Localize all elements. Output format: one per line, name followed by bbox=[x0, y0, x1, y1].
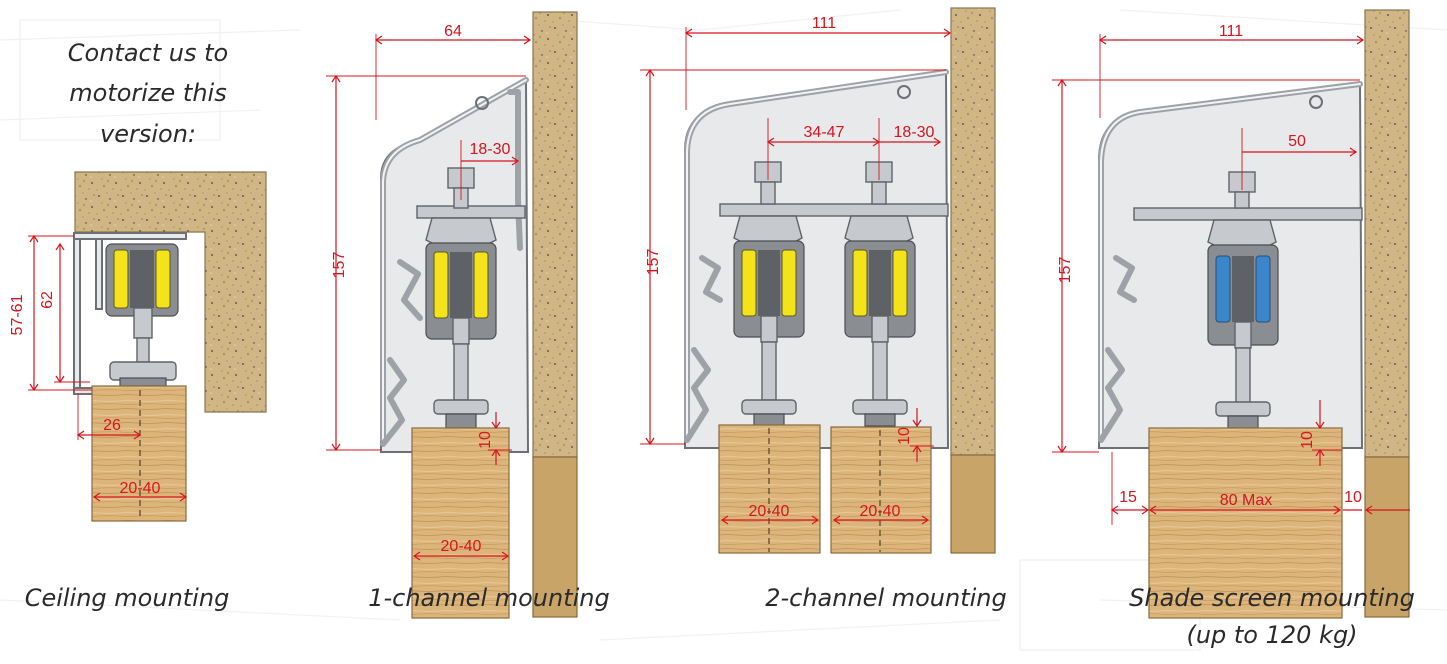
ceiling-stem bbox=[136, 337, 150, 363]
clip-profile-3 bbox=[1098, 255, 1137, 443]
ceiling-rail-inner bbox=[95, 238, 103, 310]
dim-20-40: 20-40 bbox=[120, 480, 161, 497]
ceiling-wheel-right bbox=[155, 249, 171, 309]
dim-157-c: 157 bbox=[1057, 257, 1074, 284]
wheel-right-1 bbox=[473, 251, 489, 319]
wheel-2a-right bbox=[781, 249, 797, 317]
ceiling-rail-top bbox=[73, 232, 187, 240]
ceiling-wheel-left bbox=[113, 249, 129, 309]
track-2 bbox=[719, 203, 949, 217]
wheel-2b-right bbox=[892, 249, 908, 317]
dim-10-a: 10 bbox=[477, 431, 494, 449]
dim-10-d: 10 bbox=[1344, 489, 1362, 506]
caption-one-channel: 1-channel mounting bbox=[368, 584, 610, 612]
wall-stone-3 bbox=[1364, 9, 1410, 458]
panel-ceiling: Contact us to motorize this version: 57-… bbox=[9, 39, 267, 612]
caption-shade-screen-sub: (up to 120 kg) bbox=[1186, 621, 1357, 649]
dim-18-30-b: 18-30 bbox=[894, 124, 935, 141]
ceiling-hanger-plate bbox=[109, 361, 177, 381]
dim-62: 62 bbox=[39, 291, 56, 309]
wall-wood-2 bbox=[950, 454, 996, 554]
wall-wood-1 bbox=[532, 456, 578, 618]
dim-18-30: 18-30 bbox=[470, 141, 511, 158]
dim-10-c: 10 bbox=[1299, 431, 1316, 449]
wheel-2a-left bbox=[741, 249, 757, 317]
caption-two-channel: 2-channel mounting bbox=[765, 584, 1007, 612]
clip-profile-2 bbox=[684, 255, 723, 443]
shade-panel bbox=[1148, 427, 1343, 619]
dim-10-b: 10 bbox=[896, 427, 913, 445]
dim-26: 26 bbox=[103, 417, 121, 434]
wheel-2b-left bbox=[852, 249, 868, 317]
dim-57-61: 57-61 bbox=[9, 294, 26, 335]
panel-shade-screen: 111 157 50 10 15 80 Max 10 Shade screen … bbox=[1052, 9, 1415, 649]
dim-20-40-d: 20-40 bbox=[860, 503, 901, 520]
dim-157-b: 157 bbox=[645, 249, 662, 276]
dim-34-47: 34-47 bbox=[804, 124, 845, 141]
stem-1 bbox=[453, 343, 469, 401]
caption-ceiling: Ceiling mounting bbox=[25, 584, 230, 612]
ceiling-axle bbox=[130, 250, 154, 308]
dim-157: 157 bbox=[331, 252, 348, 279]
dim-111-a: 111 bbox=[812, 15, 836, 32]
dim-80-max: 80 Max bbox=[1220, 492, 1272, 509]
ceiling-door-panel bbox=[91, 385, 187, 522]
clip-profile-1 bbox=[380, 259, 423, 447]
dim-50: 50 bbox=[1288, 133, 1306, 150]
wall-stone-1 bbox=[532, 11, 578, 458]
wheel-left-1 bbox=[433, 251, 449, 319]
dim-20-40-b: 20-40 bbox=[441, 538, 482, 555]
intro-note-line-3: version: bbox=[100, 120, 196, 148]
ceiling-rail-side bbox=[73, 238, 81, 395]
background-sketch bbox=[0, 9, 1447, 651]
caption-shade-screen: Shade screen mounting bbox=[1129, 584, 1415, 612]
door-panel-1 bbox=[411, 427, 510, 619]
track-3 bbox=[1133, 207, 1363, 221]
wall-wood-3 bbox=[1364, 456, 1410, 618]
dim-20-40-c: 20-40 bbox=[749, 503, 790, 520]
ceiling-nut bbox=[119, 377, 167, 387]
dim-111-b: 111 bbox=[1219, 23, 1243, 40]
dim-64: 64 bbox=[444, 23, 462, 40]
door-panel-2b bbox=[830, 426, 932, 554]
wheel-3-right bbox=[1255, 255, 1271, 323]
dim-15: 15 bbox=[1119, 489, 1137, 506]
panel-one-channel: 64 157 18-30 10 20-40 1-channel mounting bbox=[326, 11, 610, 619]
ceiling-bolt bbox=[133, 307, 153, 339]
track-1 bbox=[416, 205, 526, 219]
wheel-3-left bbox=[1215, 255, 1231, 323]
intro-note-line-2: motorize this bbox=[69, 79, 226, 107]
wall-stone-2 bbox=[950, 7, 996, 456]
intro-note-line-1: Contact us to bbox=[68, 39, 228, 67]
panel-two-channel: 111 157 34-47 18-30 10 20-40 20-40 2-cha… bbox=[640, 7, 1007, 612]
